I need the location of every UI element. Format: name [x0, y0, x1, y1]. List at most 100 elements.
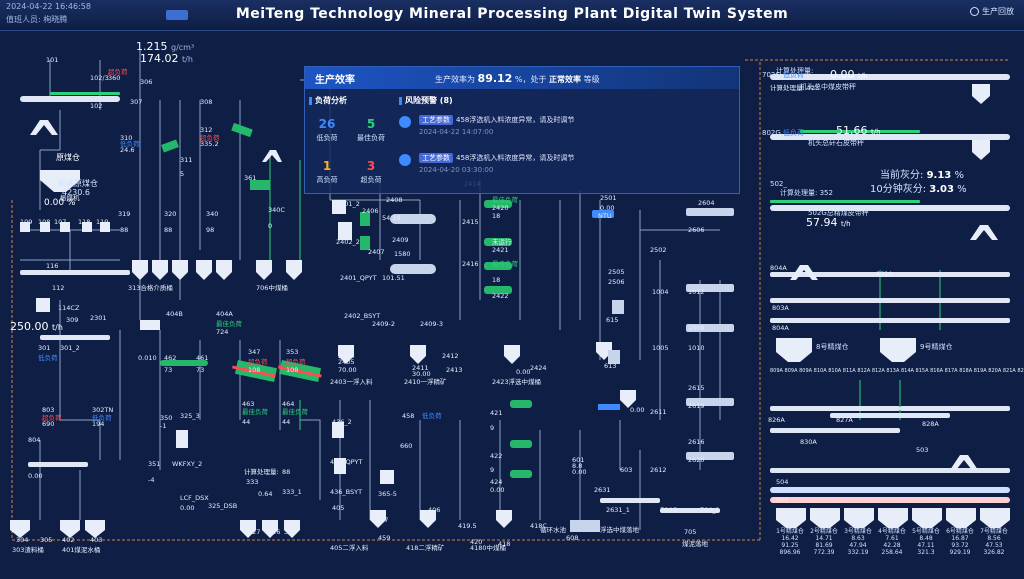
- svg-text:353: 353: [286, 348, 298, 356]
- playback-button[interactable]: 生产回放: [970, 6, 1014, 17]
- svg-text:804A: 804A: [772, 324, 789, 332]
- svg-text:超负荷: 超负荷: [200, 133, 220, 142]
- svg-text:328: 328: [284, 528, 296, 536]
- svg-text:350: 350: [160, 414, 172, 422]
- svg-text:803: 803: [42, 406, 54, 414]
- svg-text:低负荷: 低负荷: [92, 413, 112, 422]
- svg-text:420: 420: [470, 538, 482, 546]
- svg-text:54.19: 54.19: [382, 214, 401, 222]
- brand-logo: [166, 10, 188, 20]
- svg-text:2413: 2413: [446, 366, 463, 374]
- svg-text:2422: 2422: [492, 292, 509, 300]
- svg-text:9: 9: [490, 424, 494, 432]
- svg-text:306: 306: [140, 78, 152, 86]
- svg-text:9: 9: [490, 466, 494, 474]
- svg-text:108: 108: [38, 218, 50, 226]
- playback-icon: [970, 7, 979, 16]
- belt-802G[interactable]: [770, 134, 1010, 140]
- svg-text:2416: 2416: [462, 260, 479, 268]
- svg-text:2415: 2415: [462, 218, 479, 226]
- belt-830A[interactable]: [770, 428, 900, 433]
- svg-text:0.00: 0.00: [516, 368, 530, 376]
- svg-text:463: 463: [242, 400, 254, 408]
- belt-102[interactable]: [20, 96, 120, 102]
- bin-raw-coal[interactable]: [40, 170, 80, 192]
- belt-803A[interactable]: [770, 298, 1010, 303]
- belt-804A[interactable]: [770, 318, 1010, 323]
- svg-text:2409: 2409: [392, 236, 409, 244]
- svg-text:310: 310: [120, 134, 132, 142]
- svg-text:804: 804: [28, 436, 40, 444]
- svg-text:802A: 802A: [876, 270, 893, 278]
- svg-text:浮选中煤落地: 浮选中煤落地: [600, 525, 640, 534]
- belt-826A[interactable]: [770, 406, 900, 411]
- efficiency-rate: 生产效率为 89.12 %，处于 正常效率 等级: [435, 72, 600, 85]
- bin-8: [776, 338, 812, 362]
- svg-text:405二浮入料: 405二浮入料: [330, 543, 369, 552]
- svg-text:809A 809A 809A 810A 810A 811A: 809A 809A 809A 810A 810A 811A 812A 812A …: [770, 368, 1024, 374]
- belt-504[interactable]: [770, 487, 1010, 493]
- r2-desc: 机头总矸石皮带秤: [808, 139, 864, 147]
- svg-text:351: 351: [148, 460, 160, 468]
- svg-text:计算处理量:: 计算处理量:: [244, 467, 279, 476]
- svg-text:0: 0: [268, 222, 272, 230]
- r1-label: 计算处理量:: [776, 67, 814, 75]
- svg-text:326: 326: [268, 528, 280, 536]
- svg-text:2408: 2408: [386, 196, 403, 204]
- svg-text:2502: 2502: [650, 246, 667, 254]
- svg-text:2401_QPYT: 2401_QPYT: [340, 274, 377, 282]
- svg-text:422: 422: [490, 452, 502, 460]
- svg-text:613: 613: [604, 362, 616, 370]
- svg-text:最佳负荷: 最佳负荷: [242, 407, 269, 416]
- svg-text:704_1: 704_1: [700, 506, 720, 514]
- belt-704G[interactable]: [660, 508, 720, 513]
- svg-text:2421: 2421: [492, 246, 509, 254]
- svg-text:0.00: 0.00: [572, 468, 586, 476]
- svg-text:333: 333: [246, 478, 258, 486]
- belt-301[interactable]: [40, 335, 110, 340]
- r3-desc: 502G总精煤皮带秤: [808, 209, 869, 217]
- svg-text:311: 311: [180, 156, 192, 164]
- belt-804[interactable]: [28, 462, 88, 467]
- svg-text:最佳负荷: 最佳负荷: [216, 319, 243, 328]
- svg-text:24.6: 24.6: [120, 146, 134, 154]
- svg-text:5: 5: [180, 170, 184, 178]
- svg-text:421: 421: [490, 409, 502, 417]
- svg-text:404A: 404A: [216, 310, 233, 318]
- svg-text:320: 320: [164, 210, 176, 218]
- svg-text:305: 305: [40, 536, 52, 544]
- svg-text:826A: 826A: [768, 416, 785, 424]
- belt-2631[interactable]: [600, 498, 660, 503]
- svg-text:304: 304: [16, 536, 28, 544]
- belt-828A[interactable]: [900, 406, 1010, 411]
- belt-502G[interactable]: [770, 205, 1010, 211]
- svg-text:最佳负荷: 最佳负荷: [282, 407, 309, 416]
- svg-text:0.00: 0.00: [28, 472, 42, 480]
- svg-text:2402_2: 2402_2: [336, 238, 360, 246]
- svg-text:2411: 2411: [412, 364, 429, 372]
- belt-505[interactable]: [770, 497, 1010, 503]
- belt-827A[interactable]: [830, 413, 950, 418]
- svg-text:超负荷: 超负荷: [286, 357, 306, 366]
- svg-text:2615: 2615: [688, 384, 705, 392]
- bin-gangue: [972, 140, 990, 160]
- svg-text:424: 424: [490, 478, 502, 486]
- svg-text:603: 603: [620, 466, 632, 474]
- svg-text:406: 406: [428, 506, 440, 514]
- belt-503[interactable]: [770, 468, 1010, 473]
- belt-116[interactable]: [20, 270, 130, 275]
- svg-text:365-5: 365-5: [378, 490, 397, 498]
- svg-text:2611: 2611: [650, 408, 667, 416]
- svg-text:2404: 2404: [338, 352, 355, 360]
- bin-middlings: [972, 84, 990, 104]
- svg-text:360: 360: [108, 74, 120, 82]
- belt-702G[interactable]: [770, 74, 1010, 80]
- belt-802A[interactable]: [770, 272, 1010, 277]
- svg-text:2501: 2501: [600, 194, 617, 202]
- svg-text:309: 309: [66, 316, 78, 324]
